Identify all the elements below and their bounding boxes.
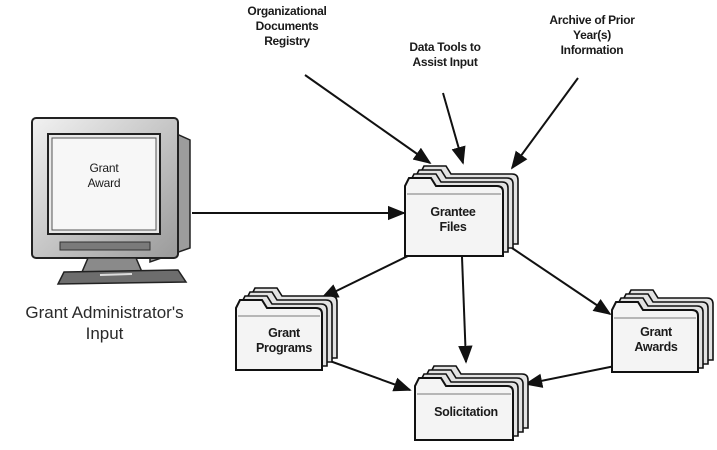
folder-layer bbox=[235, 299, 323, 371]
folder-layer bbox=[404, 177, 504, 257]
folder-label-grantee-files: Grantee Files bbox=[430, 205, 476, 234]
folder-stack-grantee-files-icon bbox=[404, 165, 519, 257]
label-archive: Archive of Prior Year(s) Information bbox=[549, 13, 635, 57]
folder-label-grant-programs: Grant Programs bbox=[256, 326, 312, 355]
caption-grant-administrator: Grant Administrator's Input bbox=[25, 303, 184, 343]
label-org-docs: Organizational Documents Registry bbox=[247, 4, 327, 48]
screen-text: Grant Award bbox=[87, 161, 121, 190]
folder-label-grant-awards: Grant Awards bbox=[634, 325, 678, 354]
arrow-awards-to-solicitation bbox=[524, 365, 616, 388]
arrow-grantee-to-awards bbox=[511, 247, 612, 316]
arrow-grantee-to-solicitation bbox=[458, 256, 473, 364]
arrow-org-docs-to-grantee bbox=[304, 74, 432, 165]
computer-monitor-icon bbox=[31, 117, 191, 285]
arrows bbox=[192, 74, 616, 392]
folder-stack-grant-awards-icon bbox=[611, 289, 714, 373]
folder-stack-solicitation-icon bbox=[414, 365, 529, 441]
folder-label-solicitation: Solicitation bbox=[434, 405, 498, 419]
arrow-grantee-to-programs bbox=[320, 252, 415, 299]
label-data-tools: Data Tools to Assist Input bbox=[409, 40, 481, 69]
arrow-data-tools-to-grantee bbox=[442, 92, 466, 165]
folder-stack-grant-programs-icon bbox=[235, 287, 338, 371]
folder-layer bbox=[611, 301, 699, 373]
arrow-archive-to-grantee bbox=[510, 77, 579, 170]
